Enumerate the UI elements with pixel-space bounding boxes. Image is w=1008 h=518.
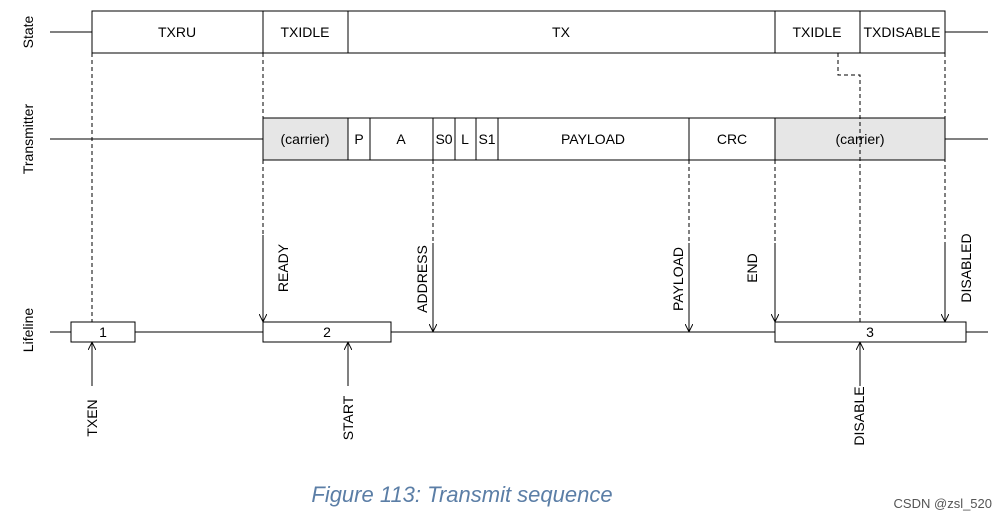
packet-label-crc: CRC [717,131,747,147]
packet-label-length: L [461,131,469,147]
figure-caption: Figure 113: Transmit sequence [311,482,612,507]
event-label-end: END [744,253,760,283]
event-label-address: ADDRESS [414,245,430,313]
packet-label-s1: S1 [478,131,495,147]
packet-label-payload: PAYLOAD [561,131,625,147]
lifeline-box-2 [262,321,392,343]
row-label-lifeline: Lifeline [20,308,36,353]
event-label-ready: READY [275,243,291,292]
task-label-txen: TXEN [84,399,100,436]
state-label-tx: TX [552,24,571,40]
lifeline-row: 1 2 3 [70,321,967,343]
packet-label-preamble: P [354,131,363,147]
packet-label-address: A [396,131,406,147]
watermark-credit: CSDN @zsl_520 [894,496,992,511]
row-label-transmitter: Transmitter [20,104,36,175]
lifeline-box-3 [774,321,967,343]
state-box-txidle [262,10,349,54]
packet-label-s0: S0 [435,131,452,147]
state-label-txidle: TXIDLE [280,24,329,40]
state-row: TXRU TXIDLE TX TXIDLE TXDISABLE [91,10,946,54]
state-box-txru [91,10,264,54]
packet-crc [688,117,776,161]
lifeline-box-1 [70,321,136,343]
state-label-txdisable: TXDISABLE [863,24,940,40]
event-arrows: READY ADDRESS PAYLOAD END DISABLED [263,233,974,331]
state-label-txru: TXRU [158,24,196,40]
packet-carrier-start [262,117,349,161]
lifeline-label-3: 3 [866,324,874,340]
state-box-tx [347,10,776,54]
guide-disable-step [837,53,861,322]
task-label-start: START [340,395,356,440]
event-label-payload: PAYLOAD [670,247,686,311]
packet-label-carrier-start: (carrier) [281,131,330,147]
packet-payload [497,117,690,161]
state-box-txidle-2 [774,10,861,54]
transmitter-row: (carrier) P A S0 L S1 PAYLOAD CRC (carri… [262,117,946,161]
state-box-txdisable [859,10,946,54]
lifeline-label-1: 1 [99,324,107,340]
task-label-disable: DISABLE [851,386,867,445]
dashed-guides [91,53,946,322]
task-arrows: TXEN START DISABLE [84,343,867,446]
event-label-disabled: DISABLED [958,233,974,302]
row-label-state: State [20,15,36,48]
lifeline-label-2: 2 [323,324,331,340]
state-label-txidle-2: TXIDLE [792,24,841,40]
